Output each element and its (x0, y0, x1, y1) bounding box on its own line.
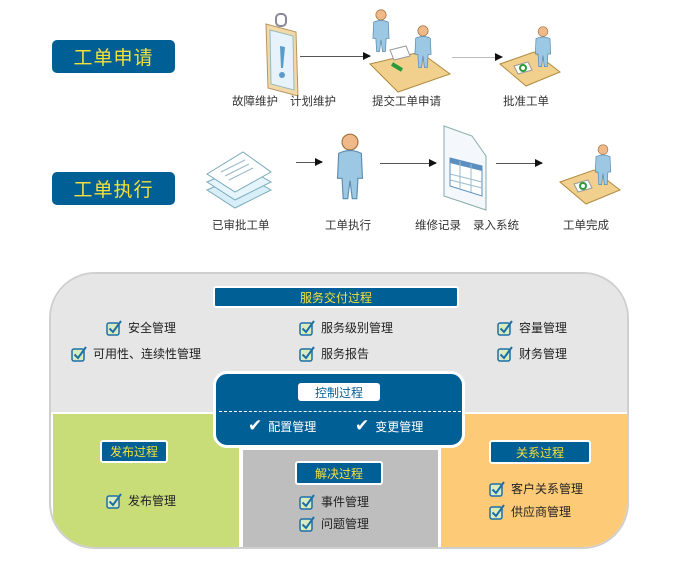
checkbox-icon (71, 346, 87, 362)
label-fault-maintenance: 故障维护 (232, 94, 278, 108)
check-item: 可用性、连续性管理 (71, 345, 201, 362)
checkbox-icon (106, 493, 122, 509)
worker-icon (336, 133, 364, 200)
control-item: ✔ 配置管理 (248, 416, 316, 436)
check-item: 容量管理 (497, 319, 567, 336)
relationship-region (441, 414, 627, 547)
label-approve: 批准工单 (503, 94, 549, 108)
checkbox-icon (299, 346, 315, 362)
relationship-title: 关系过程 (489, 440, 591, 464)
check-item: 财务管理 (497, 345, 567, 362)
resolution-title: 解决过程 (295, 461, 383, 485)
checkbox-icon (489, 504, 505, 520)
checkbox-icon (299, 320, 315, 336)
check-item: 问题管理 (299, 515, 369, 532)
execute-badge: 工单执行 (52, 172, 175, 205)
item-label: 容量管理 (519, 321, 568, 335)
submit-meeting-icon (369, 9, 452, 93)
check-item: 事件管理 (299, 493, 369, 510)
arrow (496, 159, 543, 167)
dashed-divider (219, 411, 461, 412)
label-execute: 工单执行 (325, 218, 371, 232)
request-badge: 工单申请 (52, 40, 175, 73)
release-title: 发布过程 (100, 440, 168, 463)
clipboard-alert-icon (265, 13, 299, 97)
label-complete: 工单完成 (563, 218, 609, 232)
check-item: 供应商管理 (489, 503, 571, 520)
checkbox-icon (299, 516, 315, 532)
item-label: 配置管理 (268, 419, 317, 434)
arrow (380, 159, 437, 167)
item-label: 发布管理 (128, 494, 177, 508)
control-process-title: 控制过程 (298, 383, 380, 401)
item-label: 问题管理 (321, 517, 370, 531)
checkbox-icon (497, 346, 513, 362)
checkbox-icon (497, 320, 513, 336)
check-item: 服务报告 (299, 345, 369, 362)
item-label: 安全管理 (128, 321, 177, 335)
check-item: 发布管理 (106, 492, 176, 509)
checkmark-icon: ✔ (355, 416, 370, 436)
complete-desk-icon (559, 144, 621, 205)
item-label: 客户关系管理 (511, 482, 584, 496)
checkbox-icon (489, 481, 505, 497)
item-label: 事件管理 (321, 495, 370, 509)
item-label: 可用性、连续性管理 (93, 347, 202, 361)
check-item: 服务级别管理 (299, 319, 393, 336)
arrow (452, 53, 503, 61)
label-submit-request: 提交工单申请 (372, 94, 441, 108)
approved-papers-icon (205, 151, 273, 209)
service-delivery-title: 服务交付过程 (213, 286, 459, 308)
item-label: 财务管理 (519, 347, 568, 361)
label-enter-system: 录入系统 (473, 218, 519, 232)
label-planned-maintenance: 计划维护 (290, 94, 336, 108)
record-document-icon (443, 125, 487, 211)
item-label: 供应商管理 (511, 505, 572, 519)
item-label: 服务报告 (321, 347, 370, 361)
check-item: 安全管理 (106, 319, 176, 336)
approve-desk-icon (499, 26, 561, 87)
control-item: ✔ 变更管理 (355, 416, 423, 436)
process-diagram (49, 272, 629, 549)
label-approved-orders: 已审批工单 (212, 218, 270, 232)
item-label: 服务级别管理 (321, 321, 394, 335)
label-record: 维修记录 (415, 218, 461, 232)
item-label: 变更管理 (375, 419, 424, 434)
arrow (296, 158, 323, 166)
checkbox-icon (299, 494, 315, 510)
checkmark-icon: ✔ (248, 416, 263, 436)
arrow (300, 52, 371, 60)
release-region (53, 414, 239, 547)
checkbox-icon (106, 320, 122, 336)
check-item: 客户关系管理 (489, 480, 583, 497)
